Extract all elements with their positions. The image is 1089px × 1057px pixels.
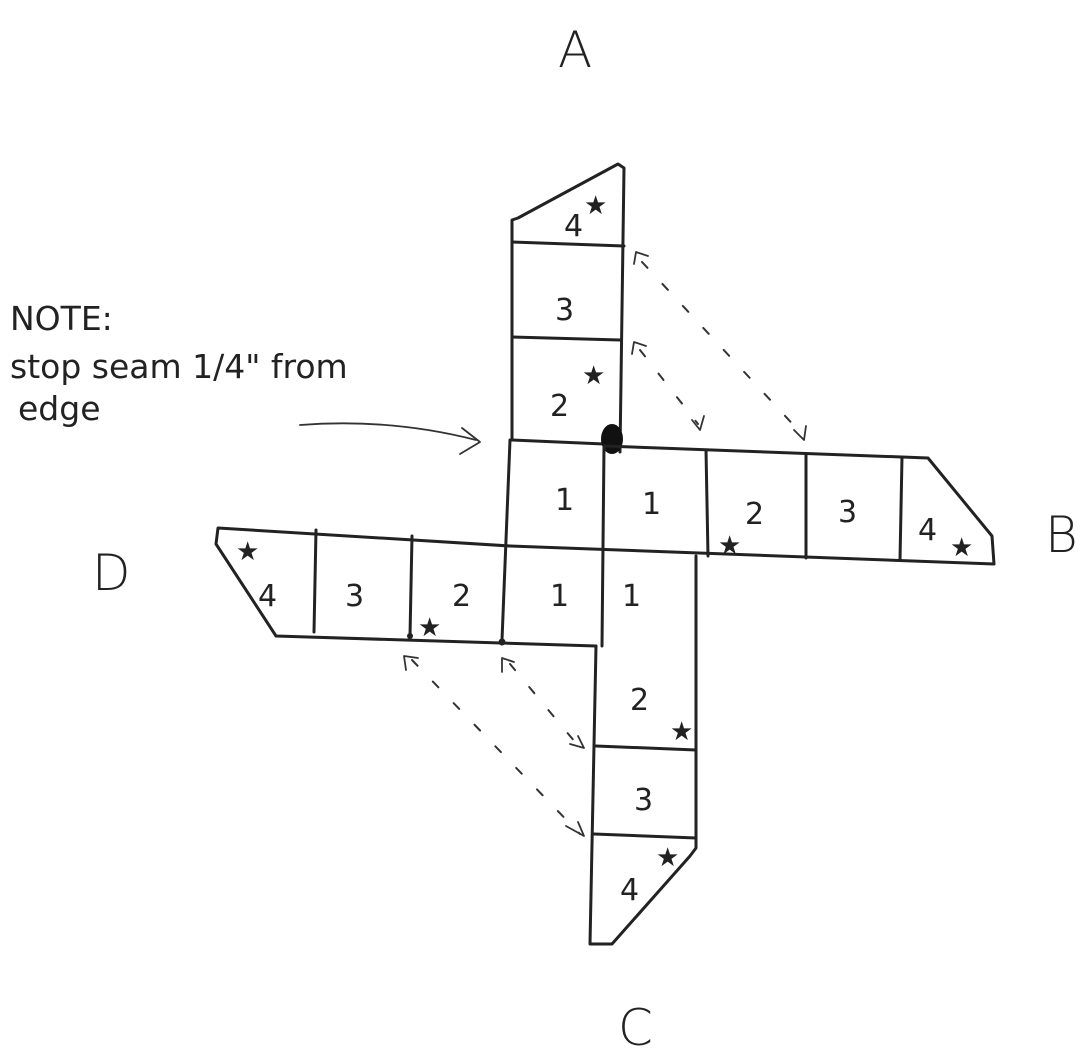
arm-d-strip <box>214 438 606 648</box>
arm-b-seam-3-4 <box>898 455 904 562</box>
arm-a-outline <box>510 162 626 454</box>
arrowhead-inner-bottom-end <box>569 735 585 749</box>
arm-a-square-3: 3 <box>555 293 574 328</box>
label-d: D <box>92 544 131 602</box>
arm-c-outline <box>588 554 698 946</box>
arrowhead-inner-bottom-start <box>501 657 515 673</box>
dashed-guide-outer-bottom <box>411 659 581 835</box>
arm-b-star-4: ★ <box>950 533 973 563</box>
arrowhead-inner-top-start <box>631 341 647 355</box>
arm-c-seam-3-4 <box>592 832 698 840</box>
arm-a-square-4: 4 <box>564 209 583 244</box>
seam-end-dot-left <box>498 638 506 646</box>
center-vertical-seam <box>600 444 606 648</box>
arm-a-star-4: ★ <box>584 191 607 221</box>
arrowhead-outer-top-end <box>793 425 807 441</box>
arm-b-seam-1-2 <box>704 448 710 558</box>
arm-d-star-2: ★ <box>418 613 441 643</box>
arm-d-seam-3-2 <box>408 534 414 638</box>
arm-d-star-4: ★ <box>236 537 259 567</box>
match-arrows-bottom <box>403 655 585 837</box>
arm-b-square-1-right: 1 <box>642 487 661 522</box>
arrowhead-inner-top-end <box>691 415 705 431</box>
label-a: A <box>558 21 592 79</box>
arm-a-square-2: 2 <box>550 389 569 424</box>
arm-b-square-2: 2 <box>745 497 764 532</box>
arm-c-seam-2-3 <box>594 744 698 752</box>
note-arrowhead <box>459 427 481 455</box>
arm-b-strip <box>508 444 996 566</box>
dashed-guide-outer-top <box>641 261 801 433</box>
note-arrow-line <box>299 422 477 441</box>
arrowhead-outer-bottom-end <box>565 821 585 837</box>
arm-a-seam-4-3 <box>510 240 626 248</box>
arm-a-strip <box>510 162 626 454</box>
match-arrows-top <box>631 251 807 441</box>
arm-b-square-1-left: 1 <box>555 483 574 518</box>
arm-d-seam-2-1 <box>500 438 512 642</box>
arm-b-star-2: ★ <box>718 531 741 561</box>
arm-d-seam-4-3 <box>312 528 318 634</box>
arm-c-square-2: 2 <box>630 683 649 718</box>
label-c: C <box>618 999 653 1057</box>
arm-b-square-4: 4 <box>918 513 937 548</box>
arm-b-square-3: 3 <box>838 495 857 530</box>
label-b: B <box>1045 506 1078 564</box>
arm-b-outline <box>508 444 996 566</box>
dashed-guide-inner-top <box>639 349 699 425</box>
arm-a-seam-3-2 <box>510 335 622 342</box>
arm-d-square-3: 3 <box>345 579 364 614</box>
arm-a-seam-2-1 <box>510 438 606 446</box>
arm-c-star-2: ★ <box>670 717 693 747</box>
note-title: NOTE: <box>10 299 113 338</box>
arm-c-square-3: 3 <box>634 783 653 818</box>
arrowhead-outer-bottom-start <box>403 655 419 671</box>
arm-c-strip <box>588 554 698 946</box>
arm-d-square-1-right: 1 <box>622 579 641 614</box>
seam-end-dot-d <box>407 633 413 639</box>
arm-c-square-4: 4 <box>620 873 639 908</box>
arm-d-square-2: 2 <box>452 579 471 614</box>
note-line-3: edge <box>18 389 101 428</box>
arm-c-star-4: ★ <box>656 843 679 873</box>
arm-a-star-2: ★ <box>582 361 605 391</box>
arm-d-square-1-left: 1 <box>550 579 569 614</box>
note-line-2: stop seam 1/4" from <box>10 347 348 386</box>
arrowhead-outer-top-start <box>633 251 649 265</box>
arm-d-square-4: 4 <box>258 579 277 614</box>
dashed-guide-inner-bottom <box>509 663 581 749</box>
